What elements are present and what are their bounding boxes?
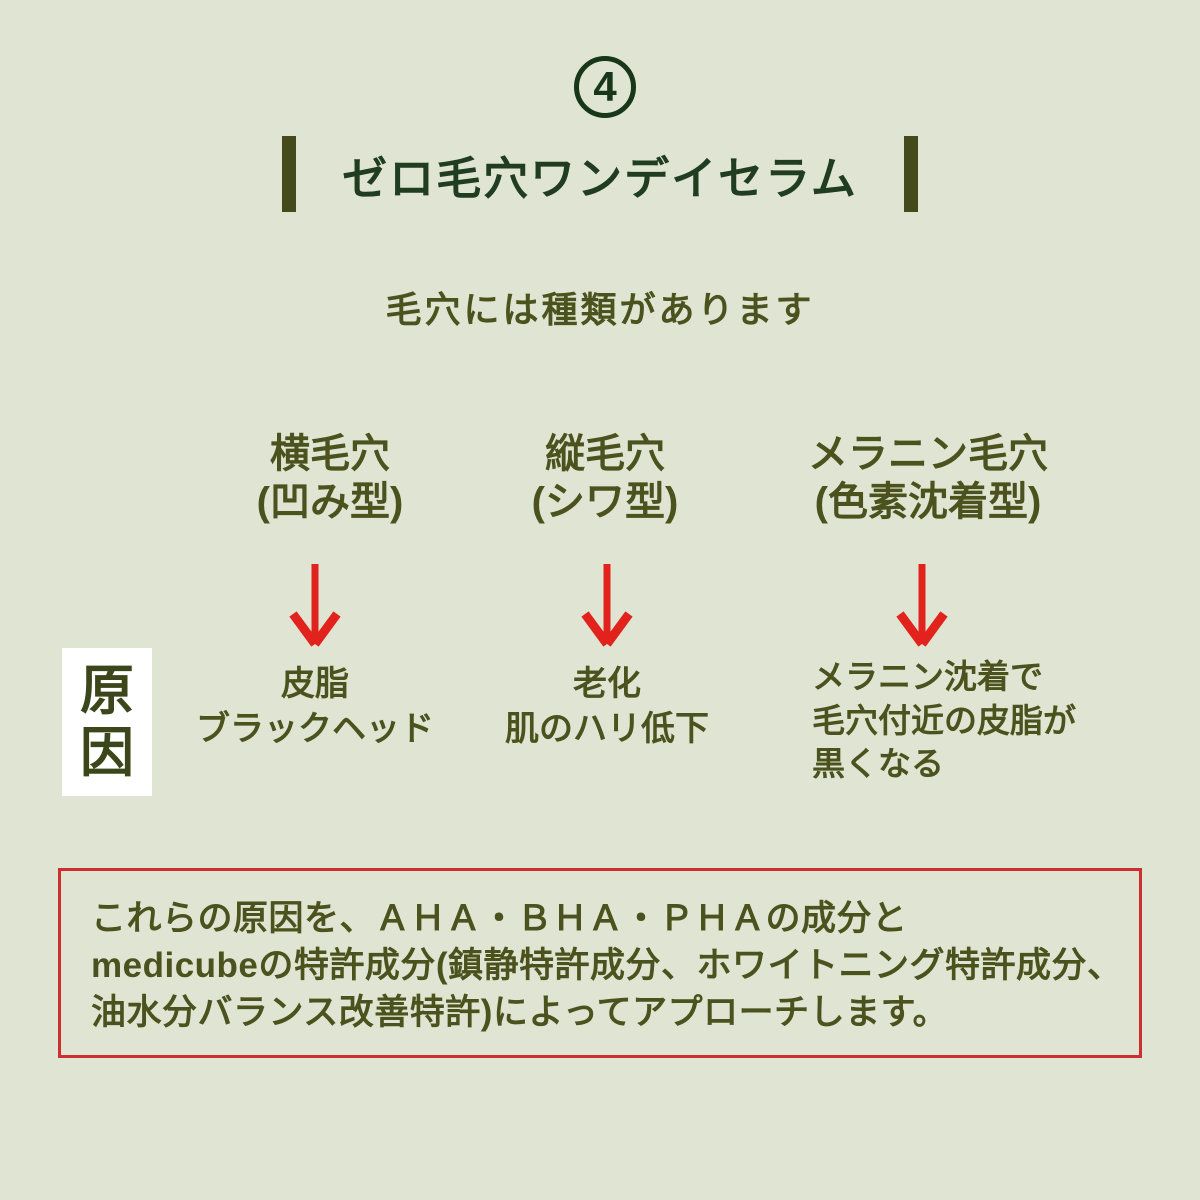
title-right-bar-decoration — [903, 136, 918, 212]
cause-line: 皮脂 — [281, 665, 349, 703]
slide-number: 4 — [593, 63, 617, 110]
cause-line: 毛穴付近の皮脂が — [812, 701, 1076, 739]
pore-type-subtype: (色素沈着型) — [814, 480, 1042, 524]
subtitle: 毛穴には種類があります — [385, 289, 815, 330]
cause-line: メラニン沈着で — [812, 658, 1043, 695]
cause-yoko: 皮脂 ブラックヘッド — [165, 662, 465, 752]
down-arrow-icon — [896, 564, 948, 647]
note-line: medicubeの特許成分(鎮静特許成分、ホワイトニング特許成分、 — [91, 945, 1123, 985]
pore-type-name: 横毛穴 — [270, 432, 390, 476]
title-row: ゼロ毛穴ワンデイセラム — [0, 136, 1200, 212]
pore-type-name: メラニン毛穴 — [808, 432, 1048, 476]
cause-line: 黒くなる — [812, 745, 944, 783]
slide-number-badge: 4 — [574, 56, 636, 118]
title-left-bar-decoration — [282, 136, 297, 212]
cause-melanin: メラニン沈着で 毛穴付近の皮脂が 黒くなる — [812, 655, 1152, 786]
approach-note-box: これらの原因を、ＡＨＡ・ＢＨＡ・ＰＨＡの成分と medicubeの特許成分(鎮静… — [58, 868, 1142, 1058]
cause-line: ブラックヘッド — [196, 709, 434, 748]
pore-type-header-melanin: メラニン毛穴 (色素沈着型) — [760, 430, 1096, 526]
cause-tate: 老化 肌のハリ低下 — [457, 662, 757, 752]
pore-type-subtype: (凹み型) — [256, 480, 404, 524]
cause-line: 老化 — [573, 665, 641, 703]
pore-type-header-yoko: 横毛穴 (凹み型) — [180, 430, 480, 526]
cause-line: 肌のハリ低下 — [505, 709, 709, 748]
cause-label: 原因 — [80, 660, 134, 783]
cause-label-box: 原因 — [62, 648, 152, 796]
note-line: これらの原因を、ＡＨＡ・ＢＨＡ・ＰＨＡの成分と — [91, 899, 908, 938]
down-arrow-icon — [581, 564, 633, 647]
down-arrow-icon — [289, 564, 341, 647]
pore-type-subtype: (シワ型) — [531, 480, 679, 524]
pore-type-header-tate: 縦毛穴 (シワ型) — [455, 430, 755, 526]
note-line: 油水分バランス改善特許)によってアプローチします。 — [91, 992, 949, 1032]
page-title: ゼロ毛穴ワンデイセラム — [342, 152, 858, 204]
pore-type-name: 縦毛穴 — [545, 432, 665, 476]
